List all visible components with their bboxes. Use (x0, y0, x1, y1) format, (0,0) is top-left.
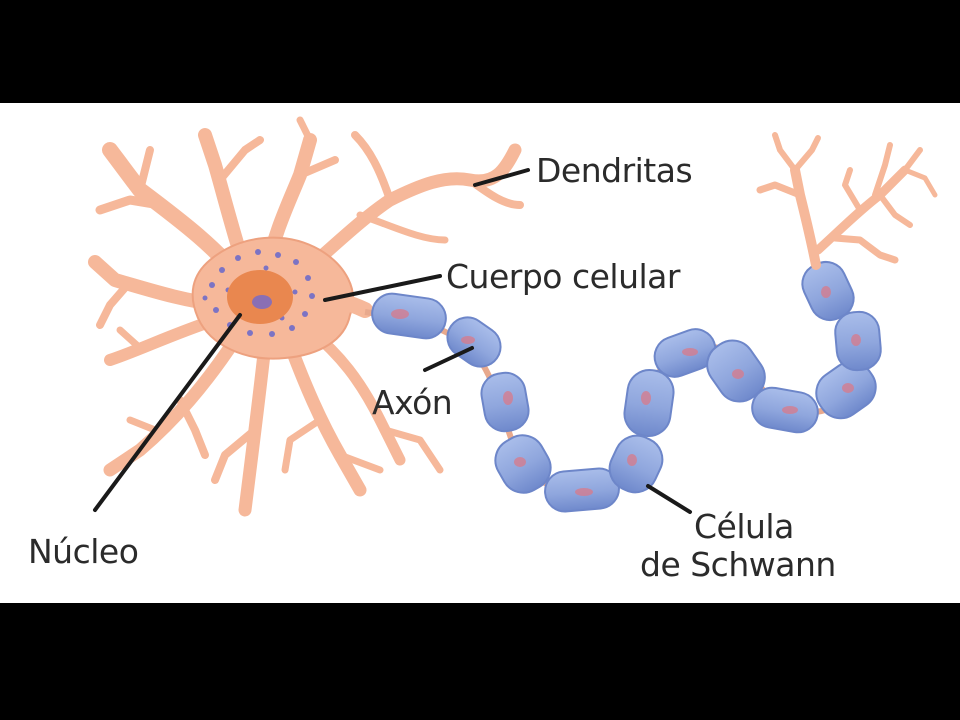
leader-cuerpo-celular (323, 274, 442, 302)
label-cuerpo-celular: Cuerpo celular (446, 257, 680, 296)
dendrites (88, 116, 524, 517)
nucleolus (252, 295, 272, 309)
top-black-band (0, 0, 960, 103)
leader-celula-schwann (646, 484, 692, 514)
schwann-nuclei (391, 286, 861, 496)
label-nucleo: Núcleo (28, 532, 139, 571)
label-axon: Axón (372, 383, 453, 422)
label-dendritas: Dendritas (536, 151, 693, 190)
axon-terminals (756, 132, 938, 270)
leader-dendritas (473, 168, 530, 187)
leader-nucleo (93, 313, 242, 512)
leader-axon (423, 346, 474, 372)
label-celula-schwann-line2: de Schwann (640, 545, 836, 584)
bottom-black-band (0, 603, 960, 720)
label-celula-schwann-line1: Célula (694, 507, 794, 546)
leader-lines (93, 168, 692, 514)
label-celula-schwann: Célula de Schwann (640, 507, 836, 584)
